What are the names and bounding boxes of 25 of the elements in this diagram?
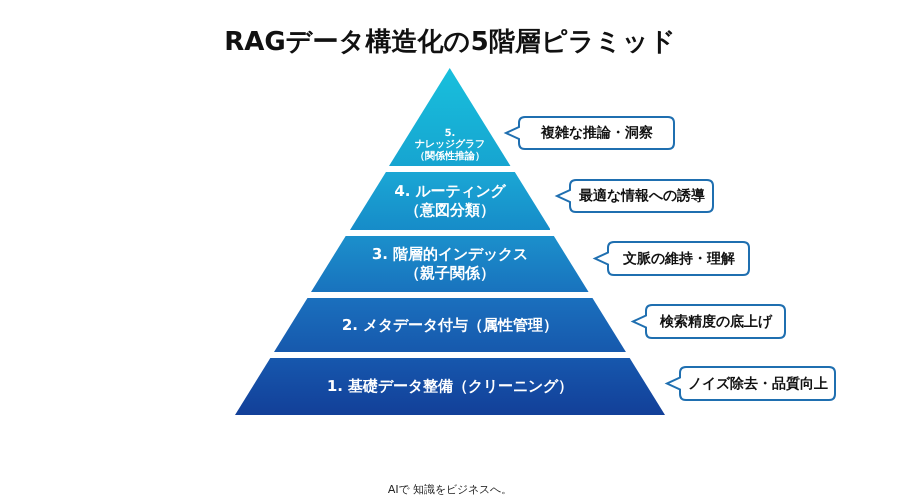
speech-bubble [594, 241, 750, 276]
layer-title: 3. 階層的インデックス [372, 245, 528, 264]
layer-title: 5. ナレッジグラフ [414, 128, 486, 150]
pyramid-layer [274, 298, 626, 352]
bubble-text: 最適な情報への誘導 [579, 187, 705, 205]
tagline: AIで 知識をビジネスへ。 [388, 482, 512, 497]
pyramid-layer [311, 236, 589, 292]
pyramid-layer [235, 358, 665, 415]
layer-title: 4. ルーティング [394, 182, 506, 201]
bubble-text: 検索精度の底上げ [660, 312, 772, 330]
layer-title: 2. メタデータ付与（属性管理） [342, 316, 558, 334]
layer-title: 1. 基礎データ整備（クリーニング） [326, 377, 574, 396]
speech-bubble [505, 116, 675, 150]
layer-subtitle: （親子関係） [404, 264, 495, 283]
speech-bubble [556, 179, 714, 213]
title: RAGデータ構造化の5階層ピラミッド [223, 26, 677, 59]
speech-bubble [666, 366, 836, 401]
pyramid-layer [389, 68, 511, 166]
bubble-text: 複雑な推論・洞察 [541, 124, 653, 142]
layer-subtitle: （意図分類） [404, 201, 495, 220]
bubble-text: ノイズ除去・品質向上 [688, 374, 828, 392]
bubble-text: 文脈の維持・理解 [623, 250, 735, 268]
speech-bubble [632, 304, 786, 339]
layer-subtitle: （関係性推論） [414, 150, 485, 162]
pyramid-layer [350, 172, 550, 230]
